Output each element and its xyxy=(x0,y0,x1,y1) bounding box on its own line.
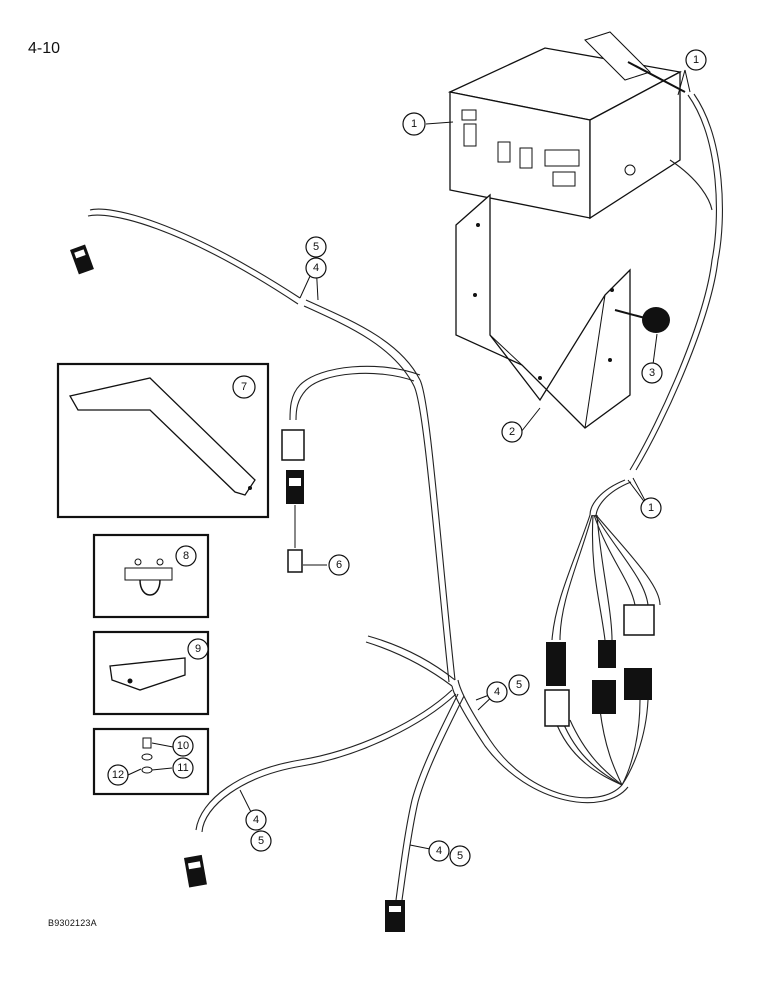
svg-text:7: 7 xyxy=(241,381,247,393)
callout-11: 11 xyxy=(172,757,194,779)
svg-text:5: 5 xyxy=(258,835,264,847)
page-number: 4-10 xyxy=(28,40,61,57)
callout-5-left: 5 xyxy=(250,830,272,852)
callout-2: 2 xyxy=(501,421,523,443)
svg-text:8: 8 xyxy=(183,550,189,562)
callout-1-lower: 1 xyxy=(640,497,662,519)
svg-text:4: 4 xyxy=(313,262,319,274)
callout-4-mid: 4 xyxy=(486,681,508,703)
callout-4-left: 4 xyxy=(245,809,267,831)
svg-text:1: 1 xyxy=(693,54,699,66)
svg-text:1: 1 xyxy=(411,118,417,130)
svg-text:4: 4 xyxy=(494,686,500,698)
connectors xyxy=(70,244,655,932)
svg-text:5: 5 xyxy=(457,850,463,862)
svg-text:6: 6 xyxy=(336,559,342,571)
svg-text:2: 2 xyxy=(509,426,515,438)
figure-code: B9302123A xyxy=(48,918,97,928)
svg-text:4: 4 xyxy=(253,814,259,826)
callout-8: 8 xyxy=(175,545,197,567)
svg-text:10: 10 xyxy=(177,740,189,752)
svg-text:5: 5 xyxy=(516,679,522,691)
callout-1-top: 1 xyxy=(685,49,707,71)
svg-text:1: 1 xyxy=(648,502,654,514)
callout-10: 10 xyxy=(172,735,194,757)
callout-4-top: 4 xyxy=(305,257,327,279)
callout-1-box: 1 xyxy=(402,112,426,136)
callout-5-mid: 5 xyxy=(508,674,530,696)
mounting-bracket xyxy=(455,193,631,429)
callout-4-bottom: 4 xyxy=(428,840,450,862)
callout-12: 12 xyxy=(107,764,129,786)
svg-text:3: 3 xyxy=(649,367,655,379)
callout-3: 3 xyxy=(641,362,663,384)
svg-text:9: 9 xyxy=(195,643,201,655)
svg-text:4: 4 xyxy=(436,845,442,857)
detail-panel-8 xyxy=(92,533,210,619)
control-box xyxy=(447,31,686,220)
svg-text:11: 11 xyxy=(177,762,188,774)
knob xyxy=(614,307,670,333)
svg-text:12: 12 xyxy=(112,769,124,781)
callout-9: 9 xyxy=(187,638,209,660)
harness-cables xyxy=(87,93,723,901)
callout-7: 7 xyxy=(232,375,256,399)
svg-text:5: 5 xyxy=(313,241,319,253)
callout-6: 6 xyxy=(328,554,350,576)
callout-5-top: 5 xyxy=(305,236,327,258)
callout-5-bottom: 5 xyxy=(449,845,471,867)
